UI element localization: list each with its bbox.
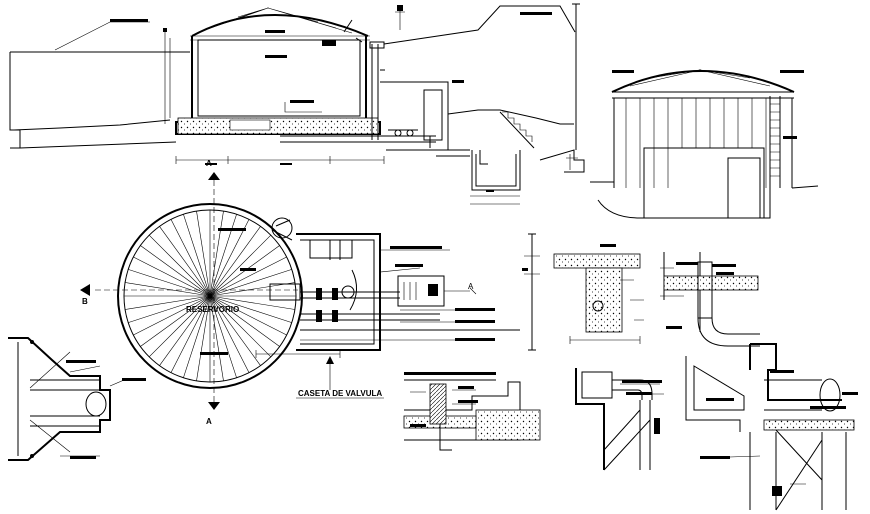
reservoir-label: RESERVORIO	[186, 305, 239, 314]
roof-spoke	[140, 295, 211, 347]
roof-spoke	[133, 295, 211, 336]
section-arrow-a-top	[208, 172, 220, 180]
roof-spoke	[209, 295, 224, 381]
roof-spoke	[209, 295, 272, 358]
section-label-a-top: A	[206, 159, 212, 168]
roof-spoke	[209, 295, 250, 373]
roof-spoke	[140, 245, 211, 297]
bracket-detail	[575, 368, 664, 471]
roof-spoke	[125, 282, 211, 297]
valve-house-label: CASETA DE VALVULA	[298, 389, 382, 398]
roof-spoke	[209, 295, 261, 366]
roof-spoke	[170, 295, 211, 373]
wall-detail-section	[522, 233, 644, 351]
roof-spoke	[128, 295, 211, 323]
longitudinal-section	[9, 3, 585, 205]
roof-spoke	[183, 214, 211, 297]
roof-spoke	[209, 256, 287, 297]
roof-spoke	[209, 282, 295, 297]
section-label-a-right: A	[468, 282, 474, 291]
roof-spoke	[209, 295, 295, 310]
roof-spoke	[209, 234, 272, 297]
roof-spoke	[209, 269, 292, 297]
roof-spoke	[125, 295, 211, 310]
roof-spoke	[133, 256, 211, 297]
roof-spoke	[128, 269, 211, 297]
tank-elevation	[590, 69, 819, 219]
roof-spoke	[148, 295, 211, 358]
foundation-detail	[403, 372, 541, 451]
roof-spoke	[209, 219, 250, 297]
roof-spoke	[209, 214, 237, 297]
roof-spoke	[209, 295, 280, 347]
roof-spoke	[209, 295, 237, 378]
roof-spoke	[148, 234, 211, 297]
roof-spoke	[209, 295, 287, 336]
reservoir-plan: A A B A RESERVORIO CASETA DE VALVULA	[80, 159, 520, 426]
roof-spoke	[170, 219, 211, 297]
roof-spoke	[183, 295, 211, 378]
roof-spoke	[196, 295, 211, 381]
section-label-b: B	[82, 297, 88, 306]
roof-spoke	[209, 226, 261, 297]
section-arrow-a-bottom	[208, 402, 220, 410]
section-label-a-bottom: A	[206, 417, 212, 426]
roof-spoke	[159, 226, 211, 297]
outlet-support-detail	[685, 343, 858, 511]
roof-spoke	[196, 211, 211, 297]
roof-spoke	[209, 211, 224, 297]
inlet-detail	[8, 337, 146, 461]
roof-spoke	[209, 295, 292, 323]
roof-spoke	[159, 295, 211, 366]
section-arrow-b	[80, 284, 90, 296]
pipe-slab-detail	[660, 252, 760, 347]
